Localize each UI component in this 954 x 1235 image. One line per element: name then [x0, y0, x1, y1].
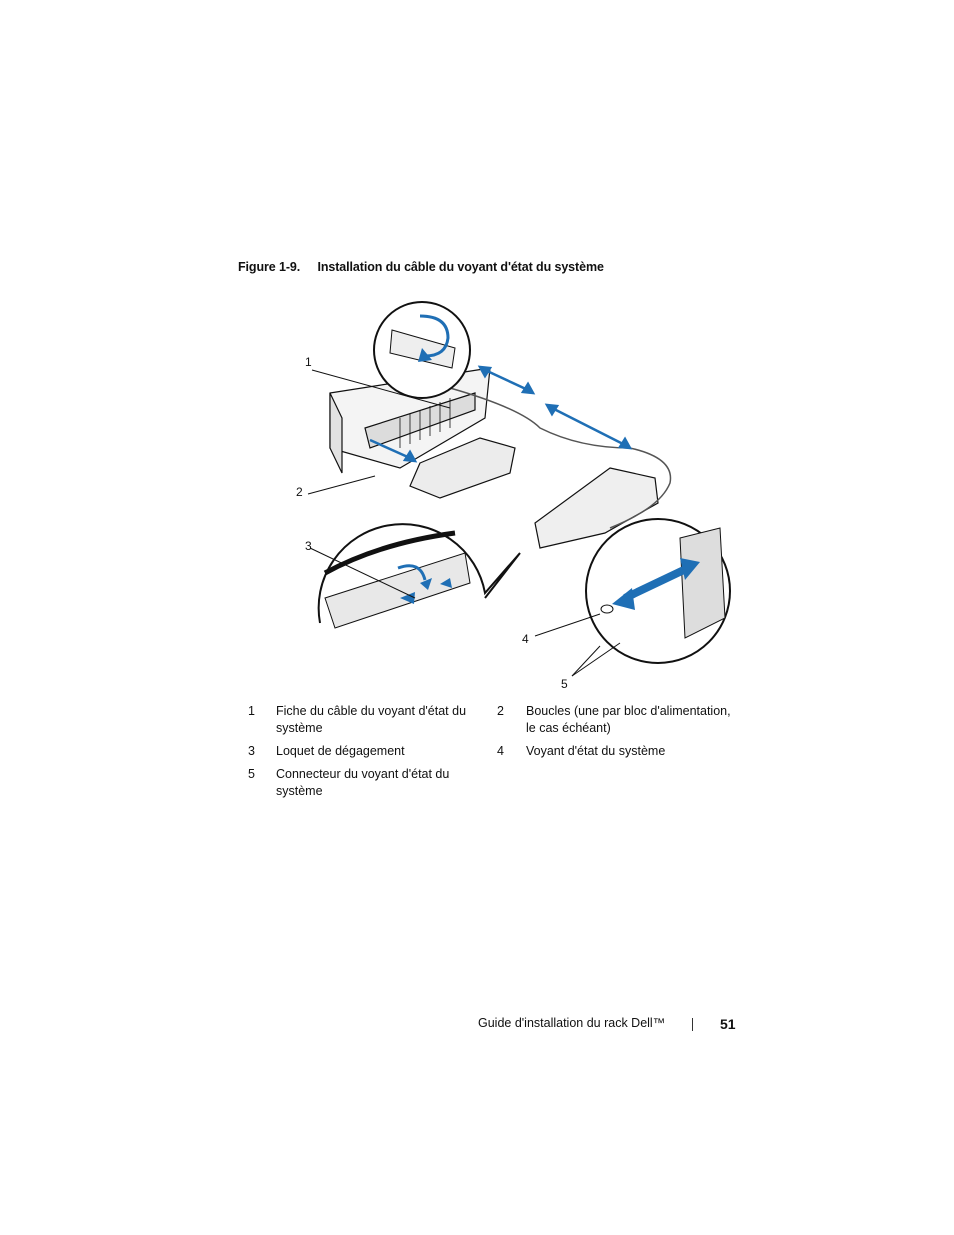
callout-2: 2 [296, 485, 303, 499]
blue-arrows-top [369, 365, 633, 463]
expansion-slots [399, 398, 451, 448]
callout-4: 4 [522, 632, 529, 646]
figure-number: Figure 1-9. [238, 260, 301, 274]
legend-number: 4 [497, 744, 504, 758]
legend-text: Voyant d'état du système [526, 744, 666, 758]
legend-number: 5 [248, 767, 255, 781]
page-footer: Guide d'installation du rack Dell™ 51 [478, 1016, 736, 1032]
legend-row: 1 Fiche du câble du voyant d'état du sys… [248, 703, 748, 743]
figure-title: Installation du câble du voyant d'état d… [317, 260, 604, 274]
legend-text: Loquet de dégagement [276, 744, 405, 758]
page-number: 51 [720, 1016, 736, 1032]
legend-row: 5 Connecteur du voyant d'état du système [248, 766, 748, 806]
legend-row: 3 Loquet de dégagement 4 Voyant d'état d… [248, 743, 748, 766]
magnifier-connector [585, 518, 731, 664]
legend-text: Fiche du câble du voyant d'état du systè… [276, 704, 467, 735]
server-chassis [329, 367, 659, 549]
guide-title: Guide d'installation du rack Dell™ [478, 1016, 666, 1030]
callout-5: 5 [561, 677, 568, 691]
legend-number: 1 [248, 704, 255, 718]
legend-text: Boucles (une par bloc d'alimentation, le… [526, 704, 731, 735]
legend-number: 2 [497, 704, 504, 718]
legend-text: Connecteur du voyant d'état du système [276, 767, 450, 798]
figure-legend: 1 Fiche du câble du voyant d'état du sys… [248, 703, 748, 806]
callout-3: 3 [305, 539, 312, 553]
magnifier-top [373, 301, 471, 399]
footer-divider [692, 1018, 693, 1031]
cable-installation-illustration: 1 2 3 4 5 [296, 301, 731, 691]
leader-lines [307, 369, 621, 677]
callout-1: 1 [305, 355, 312, 369]
magnifier-latch [317, 523, 521, 629]
figure-caption: Figure 1-9. Installation du câble du voy… [238, 260, 604, 274]
legend-number: 3 [248, 744, 255, 758]
